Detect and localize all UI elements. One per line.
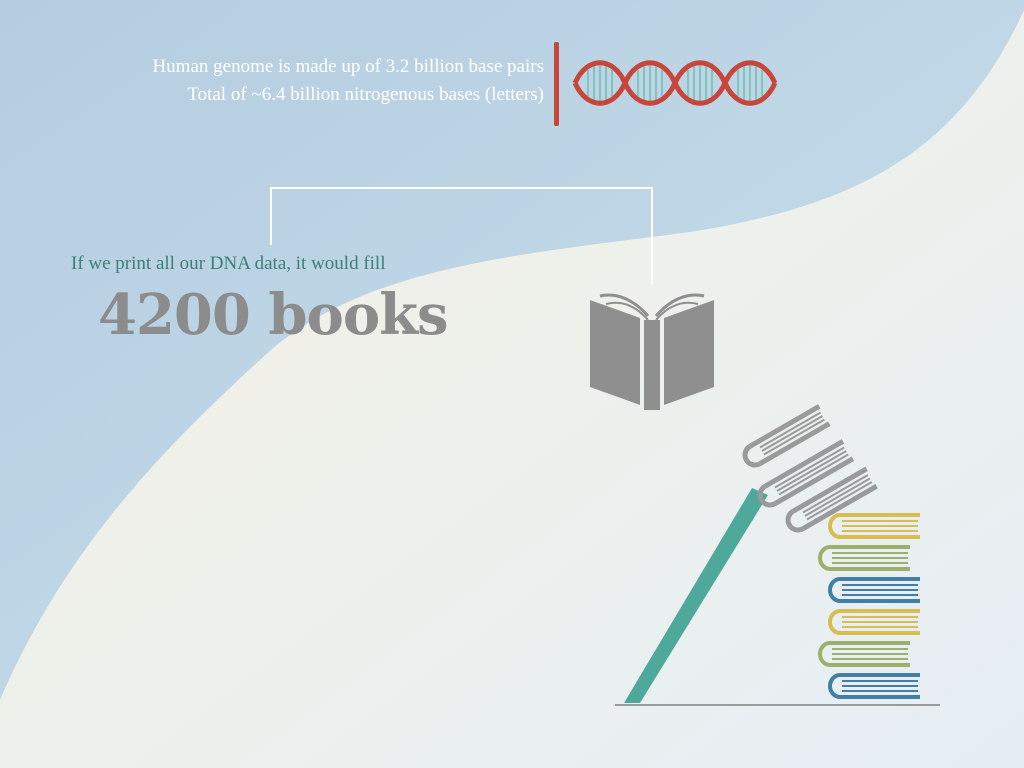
nitrogenous-bases-text: Total of ~6.4 billion nitrogenous bases … bbox=[187, 84, 544, 105]
genome-base-pairs-text: Human genome is made up of 3.2 billion b… bbox=[152, 56, 544, 77]
open-book-icon bbox=[590, 293, 714, 410]
book-stack-icon bbox=[615, 404, 940, 706]
book-count-headline: 4200 books bbox=[98, 282, 449, 348]
connector-lines bbox=[270, 187, 653, 285]
dna-helix-icon bbox=[554, 42, 778, 126]
dna-print-statement: If we print all our DNA data, it would f… bbox=[71, 253, 386, 274]
